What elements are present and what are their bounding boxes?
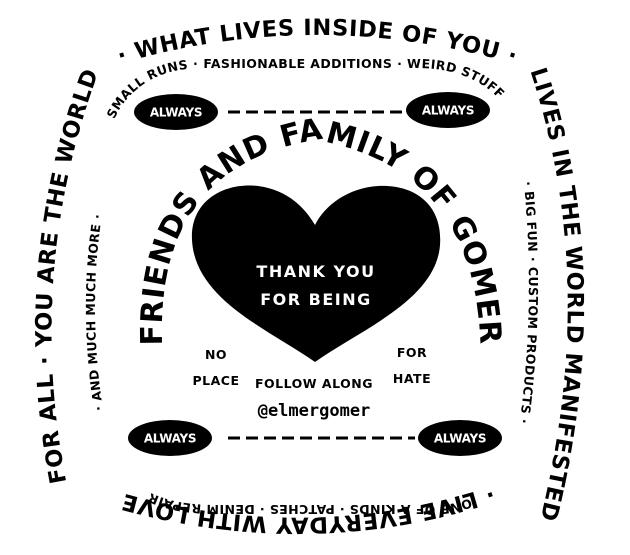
always-badge-top-left: ALWAYS <box>134 94 218 130</box>
instagram-handle: @elmergomer <box>258 401 371 421</box>
always-badge-bottom-right: ALWAYS <box>418 420 502 456</box>
follow-along-label: FOLLOW ALONG <box>255 376 373 391</box>
always-badge-bottom-left: ALWAYS <box>128 420 212 456</box>
no-place-line-2: PLACE <box>192 373 239 388</box>
svg-text:ALWAYS: ALWAYS <box>434 432 486 446</box>
for-hate-line-1: FOR <box>397 345 427 360</box>
heart-icon <box>191 185 441 362</box>
for-hate-line-2: HATE <box>393 371 431 386</box>
svg-text:ALWAYS: ALWAYS <box>422 104 474 118</box>
svg-text:ALWAYS: ALWAYS <box>144 432 196 446</box>
inner-ring-right: · BIG FUN · CUSTOM PRODUCTS · <box>517 180 541 425</box>
inner-ring-bottom: ONE OF A KINDS · PATCHES · DENIM REPAIR <box>146 490 474 517</box>
svg-text:ALWAYS: ALWAYS <box>150 106 202 120</box>
no-place-line-1: NO <box>205 347 227 362</box>
heart-line-2: FOR BEING <box>260 290 372 309</box>
heart-line-1: THANK YOU <box>256 262 375 281</box>
always-badge-top-right: ALWAYS <box>406 92 490 128</box>
inner-ring-left: · AND MUCH MUCH MORE · <box>83 213 106 412</box>
